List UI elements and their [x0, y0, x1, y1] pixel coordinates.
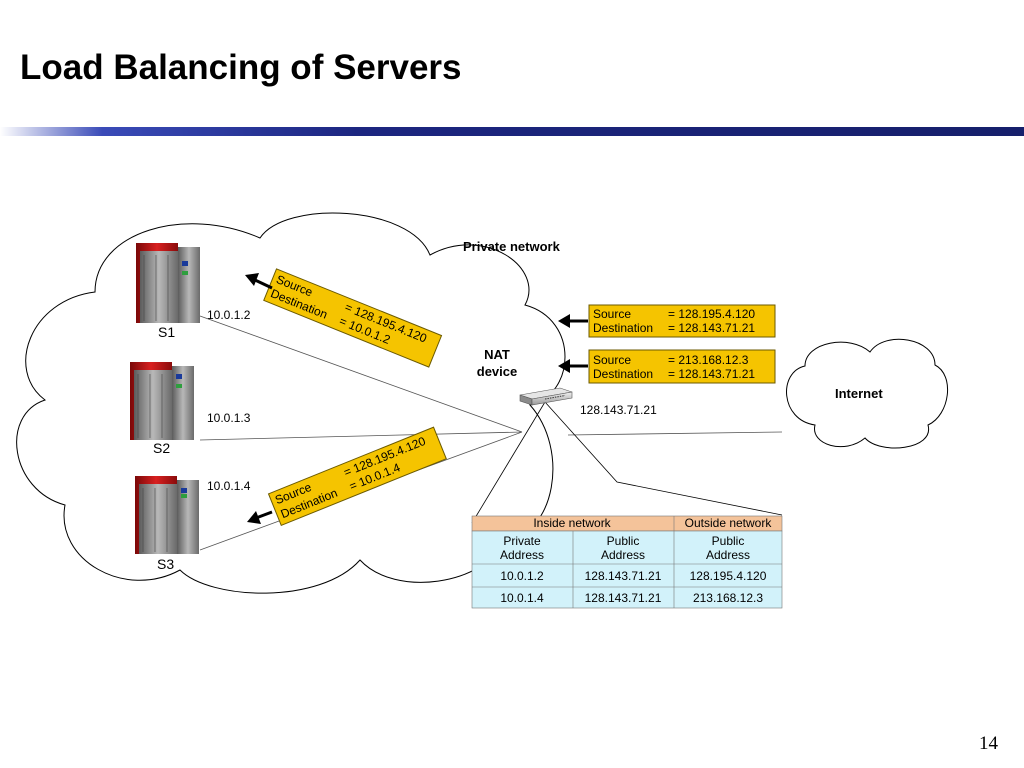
server-s2-address: 10.0.1.3 — [207, 411, 251, 425]
incoming-packet-1-destination-value: = 128.143.71.21 — [668, 321, 755, 335]
table-row-2-public-inside: 128.143.71.21 — [585, 591, 662, 605]
table-column-public-outside-line2: Address — [706, 548, 750, 562]
link-internet — [567, 431, 783, 436]
table-group-header-outside: Outside network — [685, 516, 773, 530]
callout-line-left — [471, 401, 546, 524]
server-s1-icon — [136, 243, 200, 323]
table-column-private-line2: Address — [500, 548, 544, 562]
table-column-public-outside-line1: Public — [712, 534, 745, 548]
incoming-packet-2-source-value: = 213.168.12.3 — [668, 353, 749, 367]
incoming-arrow-1-icon — [558, 314, 588, 328]
internet-cloud — [786, 338, 949, 449]
server-s3-name: S3 — [157, 556, 174, 572]
callout-line-right — [544, 401, 783, 516]
incoming-packet-2: Source Destination = 213.168.12.3 = 128.… — [588, 349, 776, 384]
table-row-2-private: 10.0.1.4 — [500, 591, 544, 605]
table-group-header-inside: Inside network — [533, 516, 611, 530]
arrow-to-s3-icon — [247, 510, 273, 524]
table-row-1-public-inside: 128.143.71.21 — [585, 569, 662, 583]
incoming-packet-1-source-value: = 128.195.4.120 — [668, 307, 755, 321]
nat-device-label-line1: NAT — [484, 347, 510, 362]
server-s2-icon — [130, 362, 194, 440]
incoming-packet-2-destination-value: = 128.143.71.21 — [668, 367, 755, 381]
server-s1-address: 10.0.1.2 — [207, 308, 251, 322]
server-s3-address: 10.0.1.4 — [207, 479, 251, 493]
incoming-packet-1-destination-label: Destination — [593, 321, 653, 335]
arrow-to-s1-icon — [245, 273, 273, 290]
server-s1-name: S1 — [158, 324, 175, 340]
nat-device-address: 128.143.71.21 — [580, 403, 657, 417]
internet-label: Internet — [835, 386, 883, 401]
title-divider-bar — [0, 127, 1024, 136]
incoming-packet-2-destination-label: Destination — [593, 367, 653, 381]
nat-device-icon — [519, 387, 573, 406]
table-row-2-public-outside: 213.168.12.3 — [693, 591, 763, 605]
server-s2-name: S2 — [153, 440, 170, 456]
table-row-1-private: 10.0.1.2 — [500, 569, 544, 583]
table-column-public-inside-line1: Public — [607, 534, 640, 548]
incoming-packet-2-source-label: Source — [593, 353, 631, 367]
incoming-arrow-2-icon — [558, 359, 588, 373]
link-s2 — [199, 431, 523, 441]
nat-device-label-line2: device — [477, 364, 517, 379]
incoming-packet-1-source-label: Source — [593, 307, 631, 321]
slide-title: Load Balancing of Servers — [20, 48, 462, 87]
table-column-public-inside-line2: Address — [601, 548, 645, 562]
private-network-label: Private network — [463, 239, 561, 254]
page-number: 14 — [979, 733, 998, 754]
nat-translation-table: Inside network Outside network Private A… — [471, 515, 783, 609]
link-s1 — [199, 315, 523, 433]
table-column-private-line1: Private — [503, 534, 541, 548]
table-row-1-public-outside: 128.195.4.120 — [690, 569, 767, 583]
incoming-packet-1: Source Destination = 128.195.4.120 = 128… — [588, 304, 776, 338]
server-s3-icon — [135, 476, 199, 554]
